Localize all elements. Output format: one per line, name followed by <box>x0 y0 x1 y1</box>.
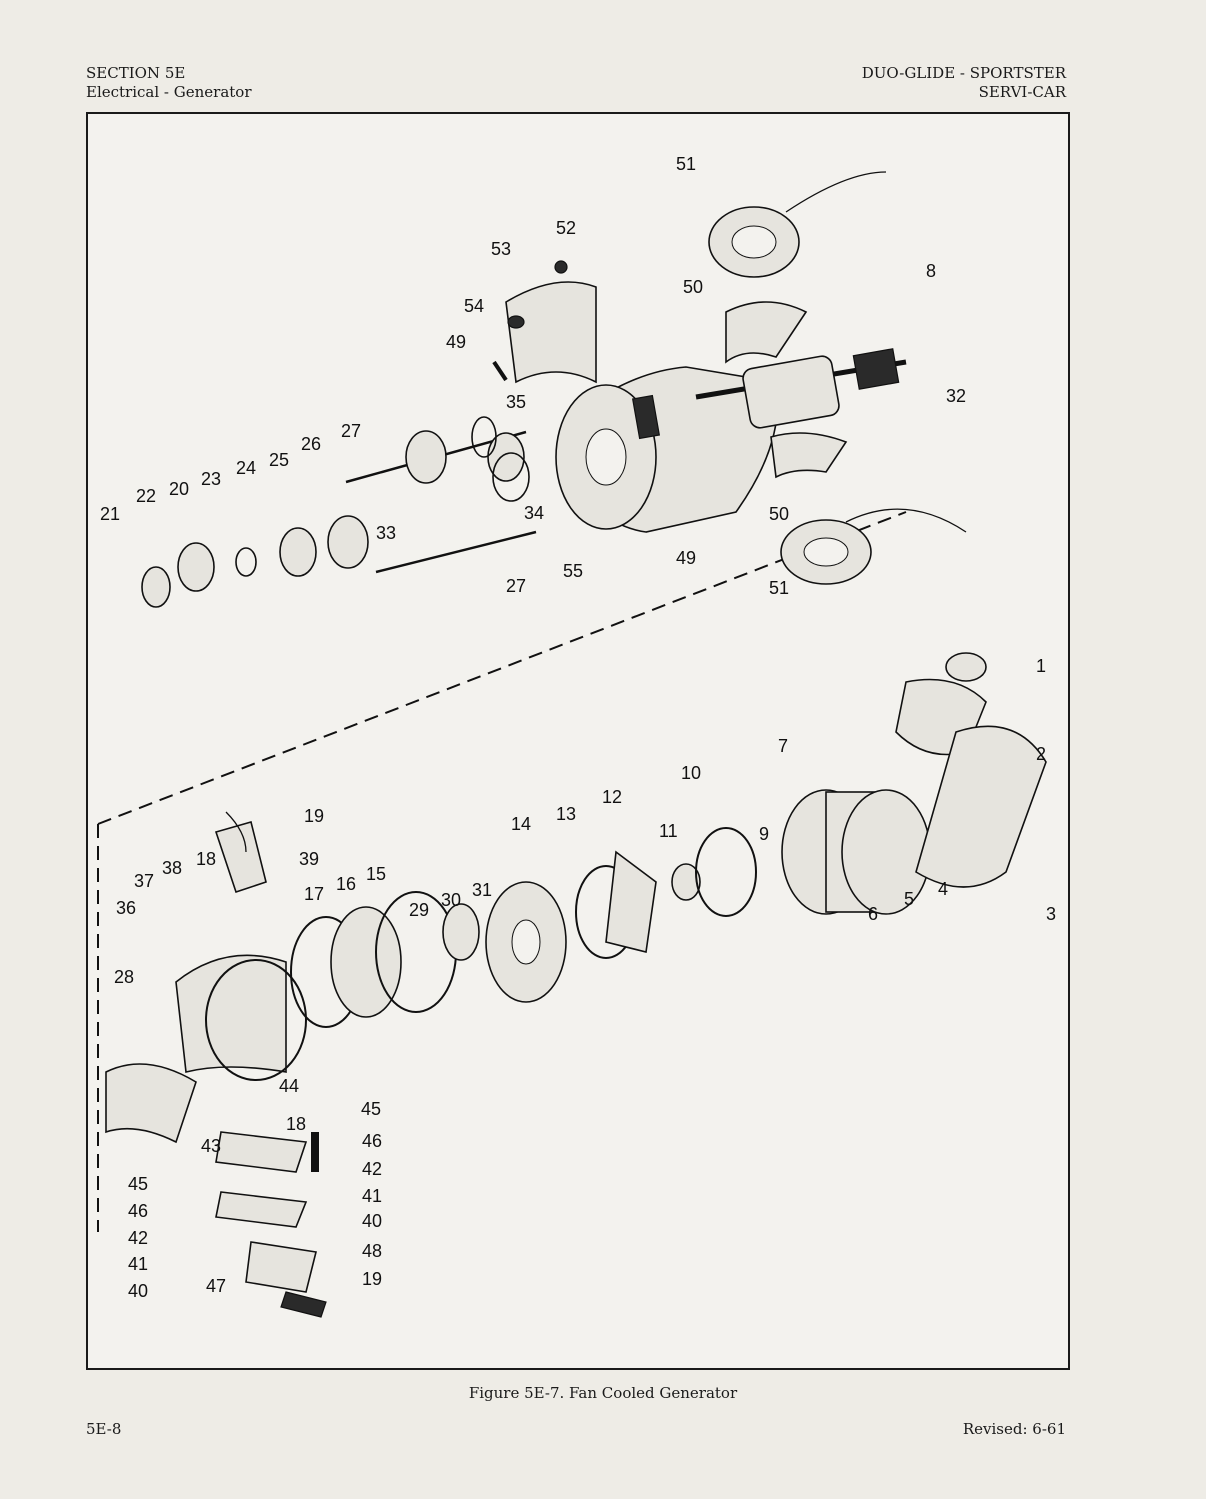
model-header: DUO-GLIDE - SPORTSTER SERVI-CAR <box>862 64 1066 102</box>
callout-40: 40 <box>362 1211 382 1231</box>
callout-20: 20 <box>169 479 189 499</box>
callout-5: 5 <box>904 889 914 909</box>
callout-54: 54 <box>464 296 484 316</box>
callout-22: 22 <box>136 486 156 506</box>
callout-42: 42 <box>362 1159 382 1179</box>
page-number: 5E-8 <box>86 1420 122 1438</box>
callout-34: 34 <box>524 503 544 523</box>
callout-8: 8 <box>926 261 936 281</box>
callout-46: 46 <box>128 1201 148 1221</box>
callout-44: 44 <box>279 1076 299 1096</box>
model-names-2: SERVI-CAR <box>978 83 1066 101</box>
callout-18: 18 <box>286 1114 306 1134</box>
callout-25: 25 <box>269 450 289 470</box>
callout-23: 23 <box>201 469 221 489</box>
callout-1: 1 <box>1036 656 1046 676</box>
callout-55: 55 <box>563 561 583 581</box>
callout-32: 32 <box>946 386 966 406</box>
callout-39: 39 <box>299 849 319 869</box>
callout-40: 40 <box>128 1281 148 1301</box>
callout-27: 27 <box>506 576 526 596</box>
revision-date: Revised: 6-61 <box>962 1420 1066 1438</box>
callout-13: 13 <box>556 804 576 824</box>
callout-28: 28 <box>114 967 134 987</box>
callout-15: 15 <box>366 864 386 884</box>
armature <box>695 348 907 429</box>
callout-43: 43 <box>201 1136 221 1156</box>
callout-29: 29 <box>409 900 429 920</box>
callout-9: 9 <box>759 824 769 844</box>
field-coil-bottom <box>780 508 967 585</box>
section-header: SECTION 5E Electrical - Generator <box>86 64 252 102</box>
callout-19: 19 <box>304 806 324 826</box>
model-names: DUO-GLIDE - SPORTSTER <box>861 64 1066 82</box>
callout-4: 4 <box>938 879 948 899</box>
callout-37: 37 <box>134 871 154 891</box>
callout-7: 7 <box>778 736 788 756</box>
callout-42: 42 <box>128 1228 148 1248</box>
callout-6: 6 <box>868 904 878 924</box>
callout-26: 26 <box>301 434 321 454</box>
callout-50: 50 <box>769 504 789 524</box>
callout-31: 31 <box>472 880 492 900</box>
callout-46: 46 <box>362 1131 382 1151</box>
callout-45: 45 <box>128 1174 148 1194</box>
figure-caption: Figure 5E-7. Fan Cooled Generator <box>468 1384 738 1402</box>
generator-frame <box>555 366 779 533</box>
callout-18: 18 <box>196 849 216 869</box>
callout-17: 17 <box>304 884 324 904</box>
callout-48: 48 <box>362 1241 382 1261</box>
section-title: Electrical - Generator <box>86 83 252 101</box>
callout-41: 41 <box>128 1254 148 1274</box>
callout-49: 49 <box>676 548 696 568</box>
section-number: SECTION 5E <box>86 64 186 82</box>
callout-14: 14 <box>511 814 531 834</box>
callout-19: 19 <box>362 1269 382 1289</box>
callout-50: 50 <box>683 277 703 297</box>
callout-10: 10 <box>681 763 701 783</box>
callout-51: 51 <box>769 578 789 598</box>
callout-52: 52 <box>556 218 576 238</box>
callout-47: 47 <box>206 1276 226 1296</box>
callout-35: 35 <box>506 392 526 412</box>
callout-51: 51 <box>676 154 696 174</box>
callout-27: 27 <box>341 421 361 441</box>
callout-38: 38 <box>162 858 182 878</box>
callout-24: 24 <box>236 458 256 478</box>
callout-41: 41 <box>362 1186 382 1206</box>
callout-36: 36 <box>116 898 136 918</box>
field-coil-top <box>708 171 887 278</box>
callout-11: 11 <box>659 821 678 841</box>
callout-53: 53 <box>491 239 511 259</box>
pole-shoe <box>505 281 597 384</box>
callout-2: 2 <box>1036 744 1046 764</box>
callout-49: 49 <box>446 332 466 352</box>
commutator-end-cover <box>781 789 931 915</box>
callout-12: 12 <box>602 787 622 807</box>
callout-33: 33 <box>376 523 396 543</box>
callout-45: 45 <box>361 1099 381 1119</box>
callout-30: 30 <box>441 890 461 910</box>
callout-3: 3 <box>1046 904 1056 924</box>
callout-21: 21 <box>100 504 120 524</box>
callout-16: 16 <box>336 874 356 894</box>
